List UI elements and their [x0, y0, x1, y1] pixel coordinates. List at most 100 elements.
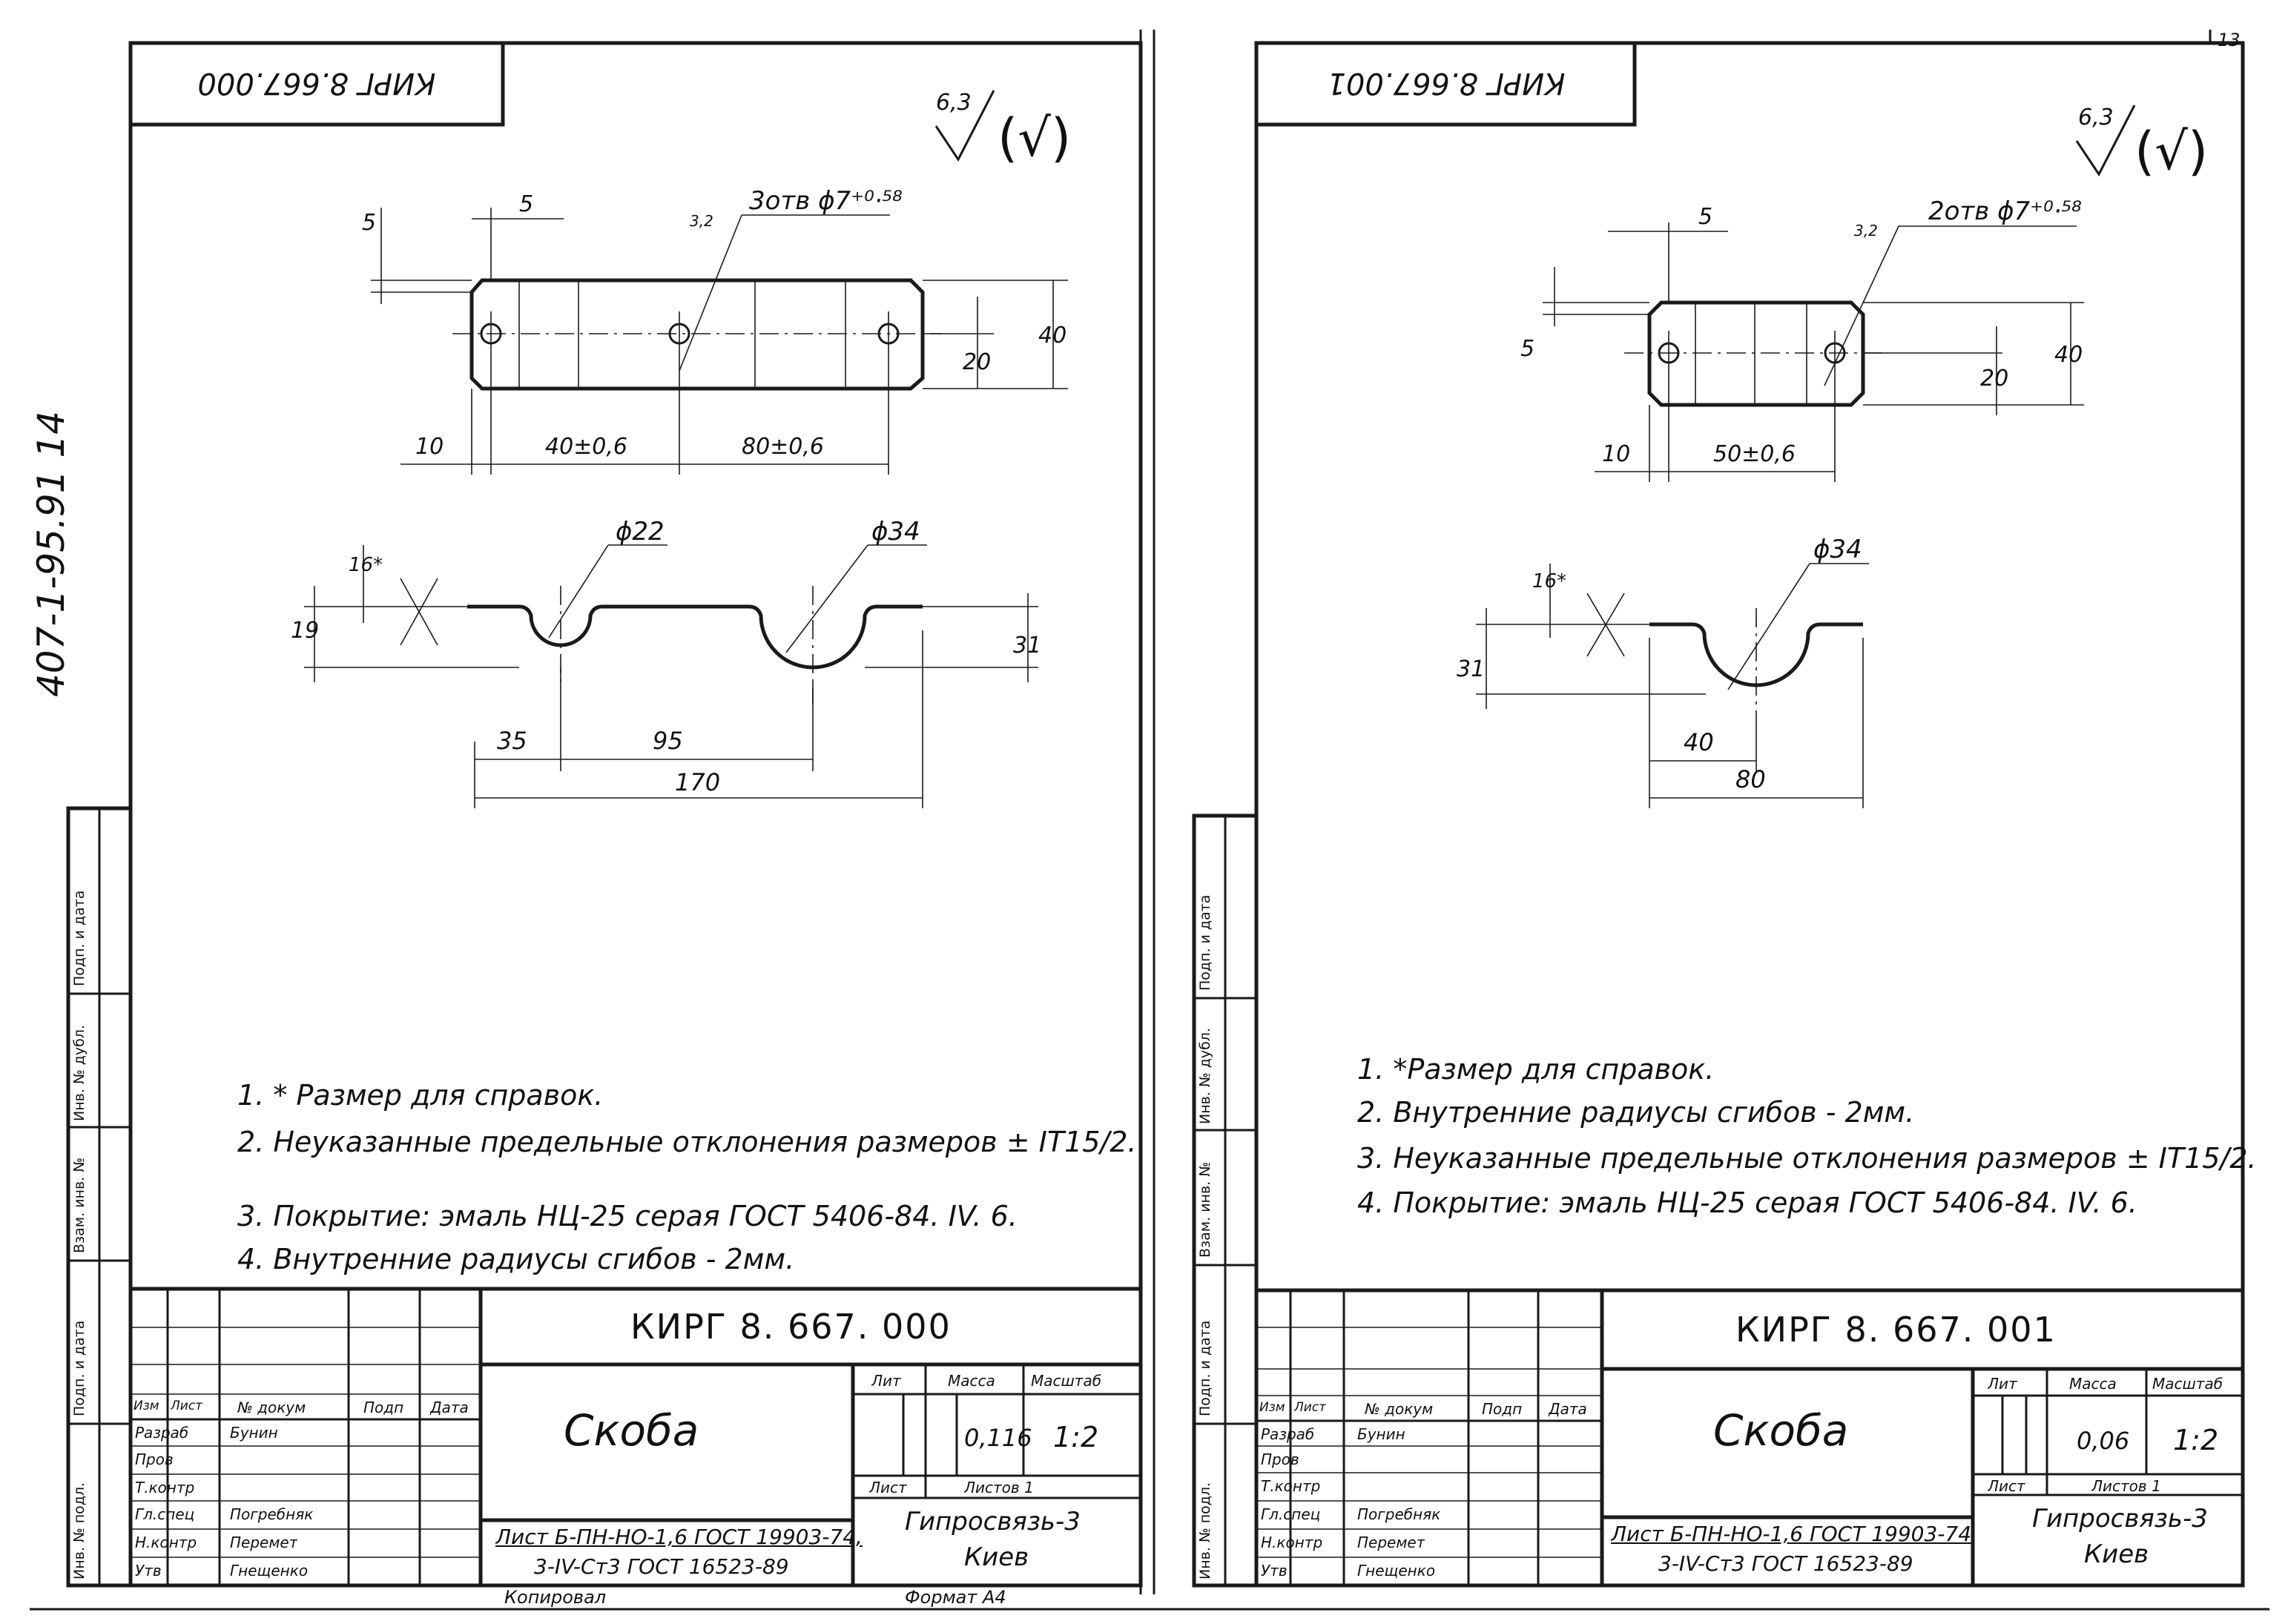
left-header-docno: № докум	[237, 1399, 306, 1416]
right-note-3: 3. Неуказанные предельные отклонения раз…	[1357, 1142, 2257, 1175]
left-note-2: 2. Неуказанные предельные отклонения раз…	[237, 1126, 1137, 1158]
left-side-label-2: Подп. и дата	[71, 1320, 88, 1416]
left-dim-95: 95	[653, 727, 683, 755]
left-role-5: Н.контр	[135, 1534, 197, 1551]
left-side-stamp	[66, 806, 133, 1588]
right-header-mass: Масса	[2069, 1375, 2117, 1393]
left-header-lit: Лит	[871, 1372, 901, 1390]
left-note-4: 4. Внутренние радиусы сгибов - 2мм.	[237, 1243, 795, 1275]
right-side-stamp	[1192, 813, 1259, 1588]
right-header-sheet: Лист	[1988, 1477, 2025, 1495]
right-dim-40w: 40	[1684, 728, 1714, 756]
left-side-label-3: Взам. инв. №	[71, 1157, 88, 1253]
left-side-label-4: Инв. № дубл.	[71, 1025, 88, 1121]
right-frame	[1254, 41, 2245, 1588]
left-mirrored-code: КИРГ 8.667.000	[197, 66, 435, 100]
right-side-label-2: Подп. и дата	[1197, 1320, 1213, 1416]
left-org-city: Киев	[964, 1542, 1029, 1572]
right-roughness-value: 6,3	[2078, 105, 2114, 131]
left-hole-label: 3отв ϕ7⁺⁰·⁵⁸	[749, 186, 903, 216]
right-role-3: Т.контр	[1261, 1477, 1321, 1495]
left-material-bottom: 3-IV-Ст3 ГОСТ 16523-89	[534, 1554, 789, 1579]
left-dim-top-5b: 5	[362, 210, 376, 236]
left-dim-170: 170	[675, 768, 720, 796]
right-role-4: Гл.спец	[1261, 1505, 1321, 1523]
right-org-city: Киев	[2084, 1539, 2149, 1569]
left-header-sign: Подп	[363, 1399, 404, 1416]
right-person-4: Погребняк	[1357, 1505, 1441, 1523]
left-header-mass: Масса	[948, 1372, 995, 1390]
right-header-date: Дата	[1549, 1400, 1587, 1418]
right-header-izm: Изм	[1259, 1400, 1285, 1415]
right-dim-50: 50±0,6	[1713, 441, 1796, 467]
left-dim-80: 80±0,6	[742, 434, 824, 460]
left-role-1: Разраб	[135, 1424, 189, 1442]
left-dim-phi34: ϕ34	[871, 517, 920, 547]
right-material-top: Лист Б-ПН-НО-1,6 ГОСТ 19903-74	[1611, 1522, 1972, 1546]
right-sheet: КИРГ 8.667.001 6,3 (√) 10 50±0,6 5	[1153, 30, 2245, 1594]
right-person-1: Бунин	[1357, 1425, 1405, 1443]
right-header-lit: Лит	[1988, 1375, 2017, 1393]
left-role-4: Гл.спец	[135, 1505, 195, 1523]
right-roughness-mark: (√)	[2134, 121, 2208, 182]
right-role-6: Утв	[1261, 1562, 1288, 1580]
left-dim-35: 35	[497, 727, 527, 755]
right-title-name: Скоба	[1713, 1405, 1849, 1456]
left-note-3: 3. Покрытие: эмаль НЦ-25 серая ГОСТ 5406…	[237, 1200, 1018, 1232]
left-side-label-5: Подп. и дата	[71, 890, 88, 986]
right-title-block	[1254, 1288, 2245, 1588]
left-role-3: Т.контр	[135, 1479, 195, 1496]
left-frame	[128, 41, 1143, 1588]
right-header-list: Лист	[1294, 1400, 1327, 1415]
left-dim-10: 10	[415, 434, 444, 460]
right-person-6: Гнещенко	[1357, 1562, 1436, 1580]
left-dim-16: 16*	[349, 554, 383, 576]
left-plan-view: 10 40±0,6 80±0,6 5 5 20 40 3отв ϕ7⁺⁰·⁵⁸ …	[362, 186, 1068, 475]
left-role-6: Утв	[135, 1562, 162, 1580]
left-bent-view: 35 95 170 ϕ22 ϕ34 19 16* 31	[291, 517, 1041, 808]
left-dim-40: 40±0,6	[545, 434, 627, 460]
right-dim-16: 16*	[1532, 570, 1566, 593]
right-side-label-1: Инв. № подл.	[1197, 1482, 1213, 1580]
right-dim-10: 10	[1602, 441, 1630, 467]
left-side-label-1: Инв. № подл.	[71, 1482, 88, 1580]
right-side-label-3: Взам. инв. №	[1197, 1161, 1213, 1258]
left-title-name: Скоба	[564, 1405, 699, 1456]
right-dim-top-5a: 5	[1698, 204, 1712, 230]
left-roughness-value: 6,3	[936, 90, 972, 116]
right-dim-top-5b: 5	[1520, 336, 1534, 362]
left-person-1: Бунин	[230, 1424, 278, 1442]
right-mass: 0,06	[2077, 1427, 2130, 1455]
left-mirrored-code-box	[128, 41, 505, 127]
left-header-sheets: Листов 1	[964, 1479, 1034, 1496]
left-scale: 1:2	[1053, 1421, 1099, 1453]
left-title-code: КИРГ 8. 667. 000	[630, 1307, 952, 1347]
left-org-name: Гипросвязь-3	[905, 1507, 1081, 1536]
left-header-izm: Изм	[133, 1399, 159, 1413]
right-role-5: Н.контр	[1261, 1534, 1323, 1551]
right-mirrored-code-box	[1254, 41, 1637, 127]
left-roughness-mark: (√)	[998, 108, 1071, 168]
left-hole-roughness: 3,2	[690, 212, 713, 230]
right-side-label-4: Инв. № дубл.	[1197, 1028, 1213, 1124]
right-note-2: 2. Внутренние радиусы сгибов - 2мм.	[1357, 1096, 1915, 1129]
right-header-sign: Подп	[1482, 1400, 1523, 1418]
left-dim-top-5a: 5	[519, 191, 533, 217]
right-hole-label: 2отв ϕ7⁺⁰·⁵⁸	[1928, 197, 2082, 226]
left-dim-31: 31	[1013, 633, 1041, 658]
right-side-label-5: Подп. и дата	[1197, 894, 1213, 991]
left-note-1: 1. * Размер для справок.	[237, 1079, 604, 1112]
right-note-4: 4. Покрытие: эмаль НЦ-25 серая ГОСТ 5406…	[1357, 1186, 2137, 1219]
left-header-sheet: Лист	[869, 1479, 907, 1496]
left-dim-h40: 40	[1038, 323, 1066, 349]
right-header-scale: Масштаб	[2152, 1375, 2223, 1393]
left-header-date: Дата	[430, 1399, 469, 1416]
right-bent-view: 40 80 ϕ34 31 16*	[1457, 535, 1869, 808]
right-title-code: КИРГ 8. 667. 001	[1735, 1310, 2057, 1350]
sheet-number: 13	[2218, 30, 2241, 50]
archive-code: 407-1-95.91 14	[30, 411, 73, 697]
right-dim-h40: 40	[2054, 342, 2083, 368]
left-roughness-check-icon	[934, 90, 995, 162]
right-dim-20: 20	[1980, 366, 2008, 392]
